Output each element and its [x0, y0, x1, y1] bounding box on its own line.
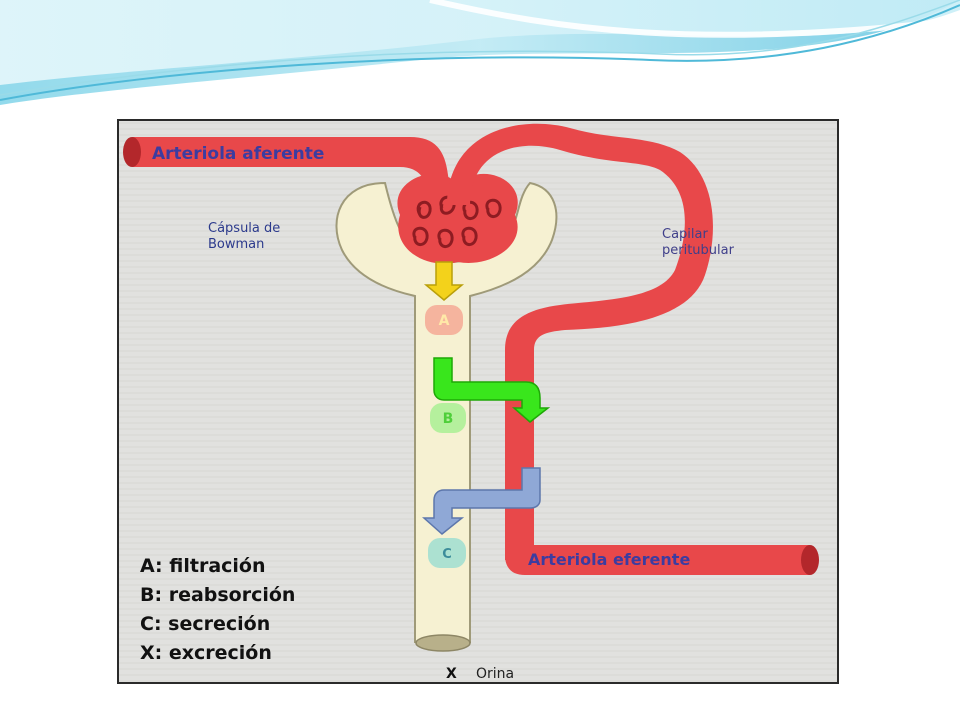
marker-c: C	[442, 547, 452, 562]
filtration-arrow	[423, 261, 465, 301]
efferent-label: Arteriola eferente	[528, 550, 690, 569]
bowman-label-line1: Cápsula de	[208, 221, 280, 236]
afferent-arteriole	[132, 137, 452, 205]
legend-item-reabsorption: B: reabsorción	[140, 584, 295, 606]
marker-c-glow	[428, 538, 466, 568]
secretion-arrow	[422, 467, 541, 535]
peritubular-label-line2: peritubular	[662, 243, 735, 258]
marker-x: X	[446, 666, 457, 682]
afferent-label: Arteriola aferente	[152, 144, 324, 164]
efferent-opening	[801, 545, 819, 575]
marker-a-glow	[425, 305, 463, 335]
nephron-diagram: A B C Arteriola aferente Cápsula de Bowm…	[117, 119, 839, 684]
marker-b: B	[443, 411, 454, 427]
urine-label: Orina	[476, 666, 514, 682]
efferent-loop	[447, 123, 713, 560]
legend-item-excretion: X: excreción	[140, 642, 272, 664]
header-waves	[0, 0, 960, 105]
reabsorption-arrow	[433, 357, 551, 423]
efferent-arteriole	[505, 545, 810, 575]
afferent-opening	[123, 137, 141, 167]
marker-b-glow	[430, 403, 466, 433]
tubule-outlet	[415, 634, 471, 652]
peritubular-label-line1: Capilar	[662, 227, 708, 242]
legend-item-filtration: A: filtración	[140, 555, 266, 577]
legend-item-secretion: C: secreción	[140, 613, 270, 635]
legend: A: filtración B: reabsorción C: secreció…	[140, 555, 295, 664]
bowman-label-line2: Bowman	[208, 237, 264, 252]
marker-a: A	[439, 313, 450, 329]
